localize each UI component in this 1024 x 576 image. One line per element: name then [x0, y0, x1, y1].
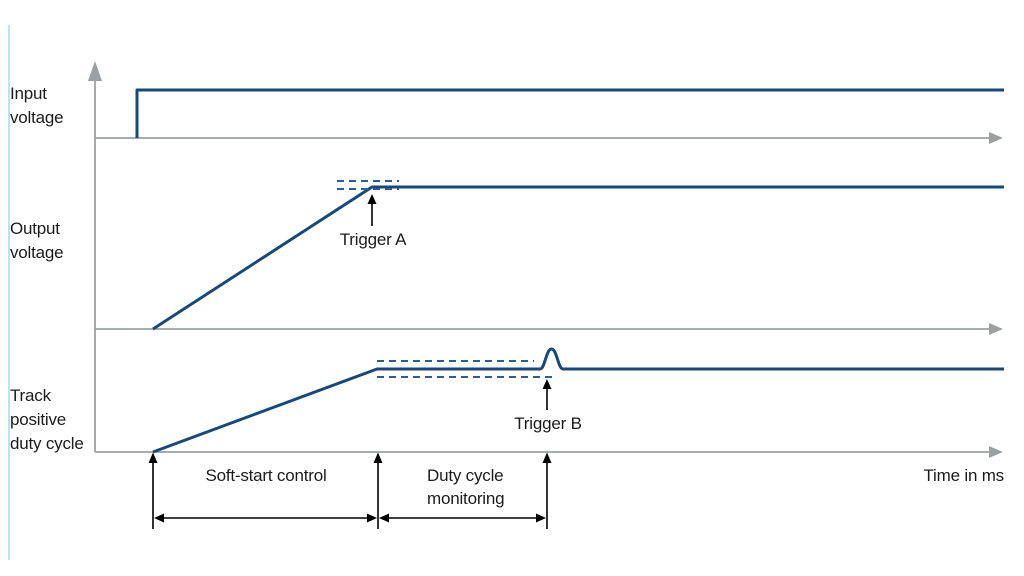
- output-voltage-waveform: [152, 185, 1004, 331]
- trigger-b-label: Trigger B: [514, 414, 582, 433]
- time-axis-duty-arrowhead-icon: [989, 446, 1003, 458]
- time-axis-output-arrowhead-icon: [989, 323, 1003, 335]
- trigger-a-arrowhead-icon: [367, 194, 377, 204]
- trigger-b-arrowhead-icon: [542, 379, 552, 389]
- input-voltage-label: Input voltage: [10, 84, 64, 127]
- duty-monitoring-phase-label: Duty cycle monitoring: [427, 466, 505, 508]
- soft-start-span-right-arrowhead-icon: [367, 513, 377, 523]
- phase-marker-mid-arrowhead-icon: [373, 452, 383, 463]
- soft-start-span-left-arrowhead-icon: [154, 513, 164, 523]
- duty-monitoring-span-left-arrowhead-icon: [379, 513, 389, 523]
- phase-marker-end-arrowhead-icon: [542, 452, 552, 463]
- y-axis-arrowhead-icon: [88, 61, 102, 81]
- time-axis-input-arrowhead-icon: [989, 132, 1003, 144]
- duty-monitoring-span-right-arrowhead-icon: [536, 513, 546, 523]
- track-duty-cycle-label: Track positive duty cycle: [10, 386, 84, 453]
- duty-cycle-waveform: [152, 347, 1004, 454]
- soft-start-phase-label: Soft-start control: [205, 466, 327, 485]
- trigger-a-label: Trigger A: [339, 230, 407, 249]
- left-accent-bar: [8, 25, 10, 560]
- output-voltage-label: Output voltage: [10, 219, 64, 262]
- time-axis-label: Time in ms: [923, 466, 1005, 485]
- phase-marker-start-arrowhead-icon: [148, 452, 158, 463]
- input-voltage-waveform: [135, 88, 1004, 138]
